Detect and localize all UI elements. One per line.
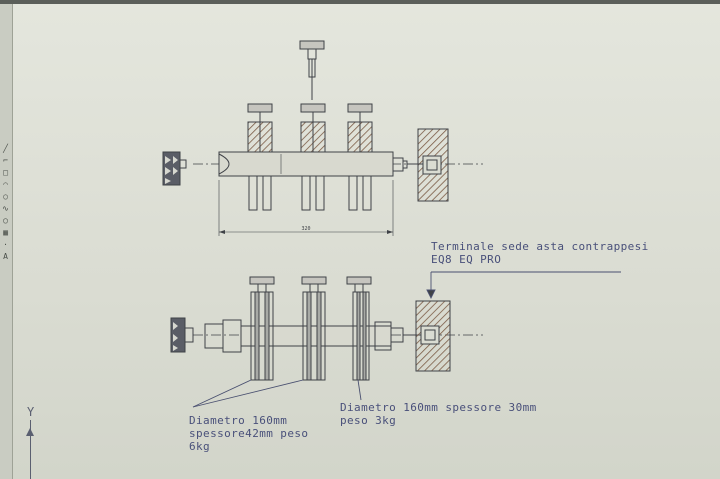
bottom-view bbox=[170, 276, 483, 381]
annotation-leaders bbox=[192, 271, 621, 408]
drawing-canvas[interactable]: 320 bbox=[13, 4, 720, 479]
bottom-terminal-socket bbox=[415, 300, 451, 372]
ucs-y-axis-label: Y bbox=[27, 405, 35, 419]
circle-tool-icon[interactable]: ○ bbox=[3, 192, 8, 201]
top-main-bar bbox=[218, 151, 394, 177]
terminal-annotation: Terminale sede asta contrappesi EQ8 EQ P… bbox=[431, 240, 649, 266]
text-tool-icon[interactable]: A bbox=[3, 252, 8, 261]
rectangle-tool-icon[interactable]: □ bbox=[3, 168, 8, 177]
bottom-shaft-stub bbox=[204, 323, 224, 349]
top-length-dimension: 320 bbox=[218, 180, 394, 236]
point-tool-icon[interactable]: · bbox=[3, 240, 8, 249]
top-left-knob bbox=[162, 151, 187, 186]
top-terminal-socket bbox=[407, 128, 449, 202]
monitor-bezel bbox=[0, 0, 720, 4]
ucs-y-axis bbox=[30, 420, 31, 479]
cad-drawing: 320 bbox=[162, 40, 621, 408]
bottom-left-knob bbox=[170, 317, 194, 353]
ellipse-tool-icon[interactable]: ◯ bbox=[3, 216, 8, 225]
spline-tool-icon[interactable]: ∿ bbox=[2, 204, 9, 213]
bottom-shaft-collar bbox=[222, 319, 242, 353]
weight-b-annotation: Diametro 160mm spessore 30mm peso 3kg bbox=[340, 401, 537, 427]
dimension-320-label: 320 bbox=[301, 226, 310, 232]
line-tool-icon[interactable]: ╱ bbox=[3, 144, 8, 153]
top-clamp-2 bbox=[300, 103, 326, 211]
top-vertical-knob bbox=[299, 40, 325, 100]
arc-tool-icon[interactable]: ◠ bbox=[3, 180, 8, 189]
top-bar-nut bbox=[392, 157, 404, 172]
bottom-weight-1 bbox=[249, 276, 275, 381]
draw-toolbar: ╱ ⌐ □ ◠ ○ ∿ ◯ ▦ · A bbox=[0, 4, 13, 479]
top-view: 320 bbox=[162, 40, 483, 236]
bottom-weight-3 bbox=[346, 276, 372, 381]
bottom-weight-2 bbox=[301, 276, 327, 381]
polyline-tool-icon[interactable]: ⌐ bbox=[3, 156, 8, 165]
hatch-tool-icon[interactable]: ▦ bbox=[3, 228, 8, 237]
top-clamp-1 bbox=[247, 103, 273, 211]
top-bar-end-slot bbox=[218, 153, 230, 175]
weight-a-annotation: Diametro 160mm spessore42mm peso 6kg bbox=[189, 414, 309, 453]
top-clamp-3 bbox=[347, 103, 373, 211]
